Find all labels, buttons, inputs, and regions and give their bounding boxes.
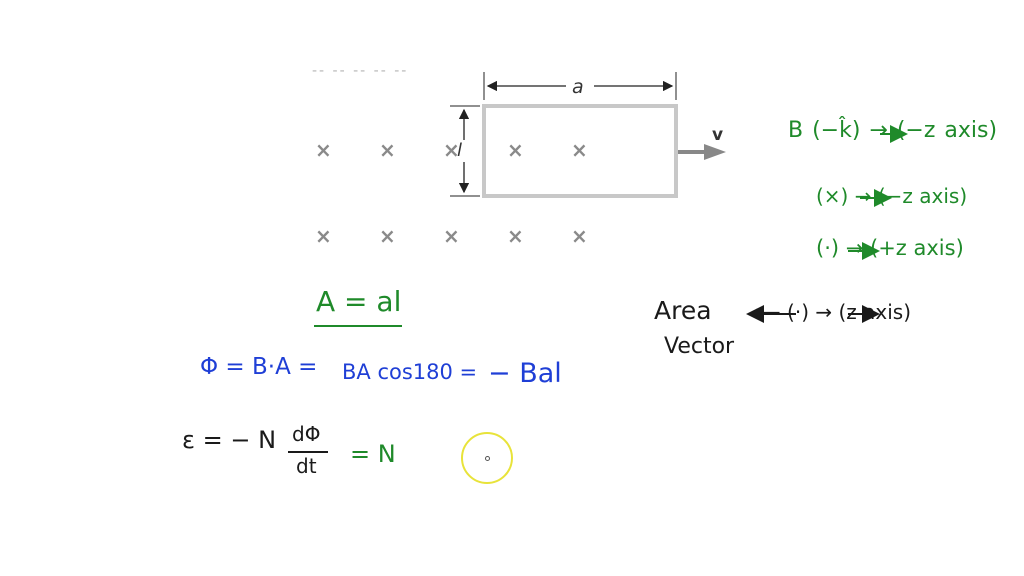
cursor-highlight-ring <box>461 432 513 484</box>
height-label: l <box>457 140 463 161</box>
field-cross-marker: × <box>507 138 524 162</box>
area-formula-underline <box>314 325 402 327</box>
conducting-loop <box>482 104 678 198</box>
field-cross-marker: × <box>443 138 460 162</box>
emf-numerator: dΦ <box>292 422 321 446</box>
emf-lhs: ε = − N <box>182 426 277 454</box>
field-cross-marker: × <box>571 138 588 162</box>
emf-rhs: = N <box>350 440 396 468</box>
note-area-vector-relation: ⟵ (·) → (z axis) <box>752 300 911 324</box>
note-dot-direction: (·) → (+z axis) <box>816 236 964 260</box>
velocity-label: v <box>712 125 724 145</box>
flux-lhs: Φ = B·A = <box>200 354 318 380</box>
flux-mid: BA cos180 = <box>342 360 478 384</box>
field-cross-marker: × <box>443 224 460 248</box>
flux-rhs: − Bal <box>488 358 562 389</box>
field-cross-marker: × <box>507 224 524 248</box>
field-cross-marker: × <box>571 224 588 248</box>
emf-denominator: dt <box>296 454 317 478</box>
note-b-direction: B (−k̂) → (−z axis) <box>788 118 998 143</box>
field-cross-marker: × <box>315 138 332 162</box>
field-cross-marker: × <box>315 224 332 248</box>
width-label: a <box>572 76 584 98</box>
cursor-pointer <box>485 456 490 461</box>
field-marker-row-top: -- -- -- -- -- <box>312 63 409 79</box>
area-formula: A = al <box>316 285 402 318</box>
note-vector-word: Vector <box>664 334 735 359</box>
note-cross-direction: (×) → (−z axis) <box>816 184 968 208</box>
note-area-word: Area <box>654 296 712 325</box>
field-cross-marker: × <box>379 224 396 248</box>
field-cross-marker: × <box>379 138 396 162</box>
